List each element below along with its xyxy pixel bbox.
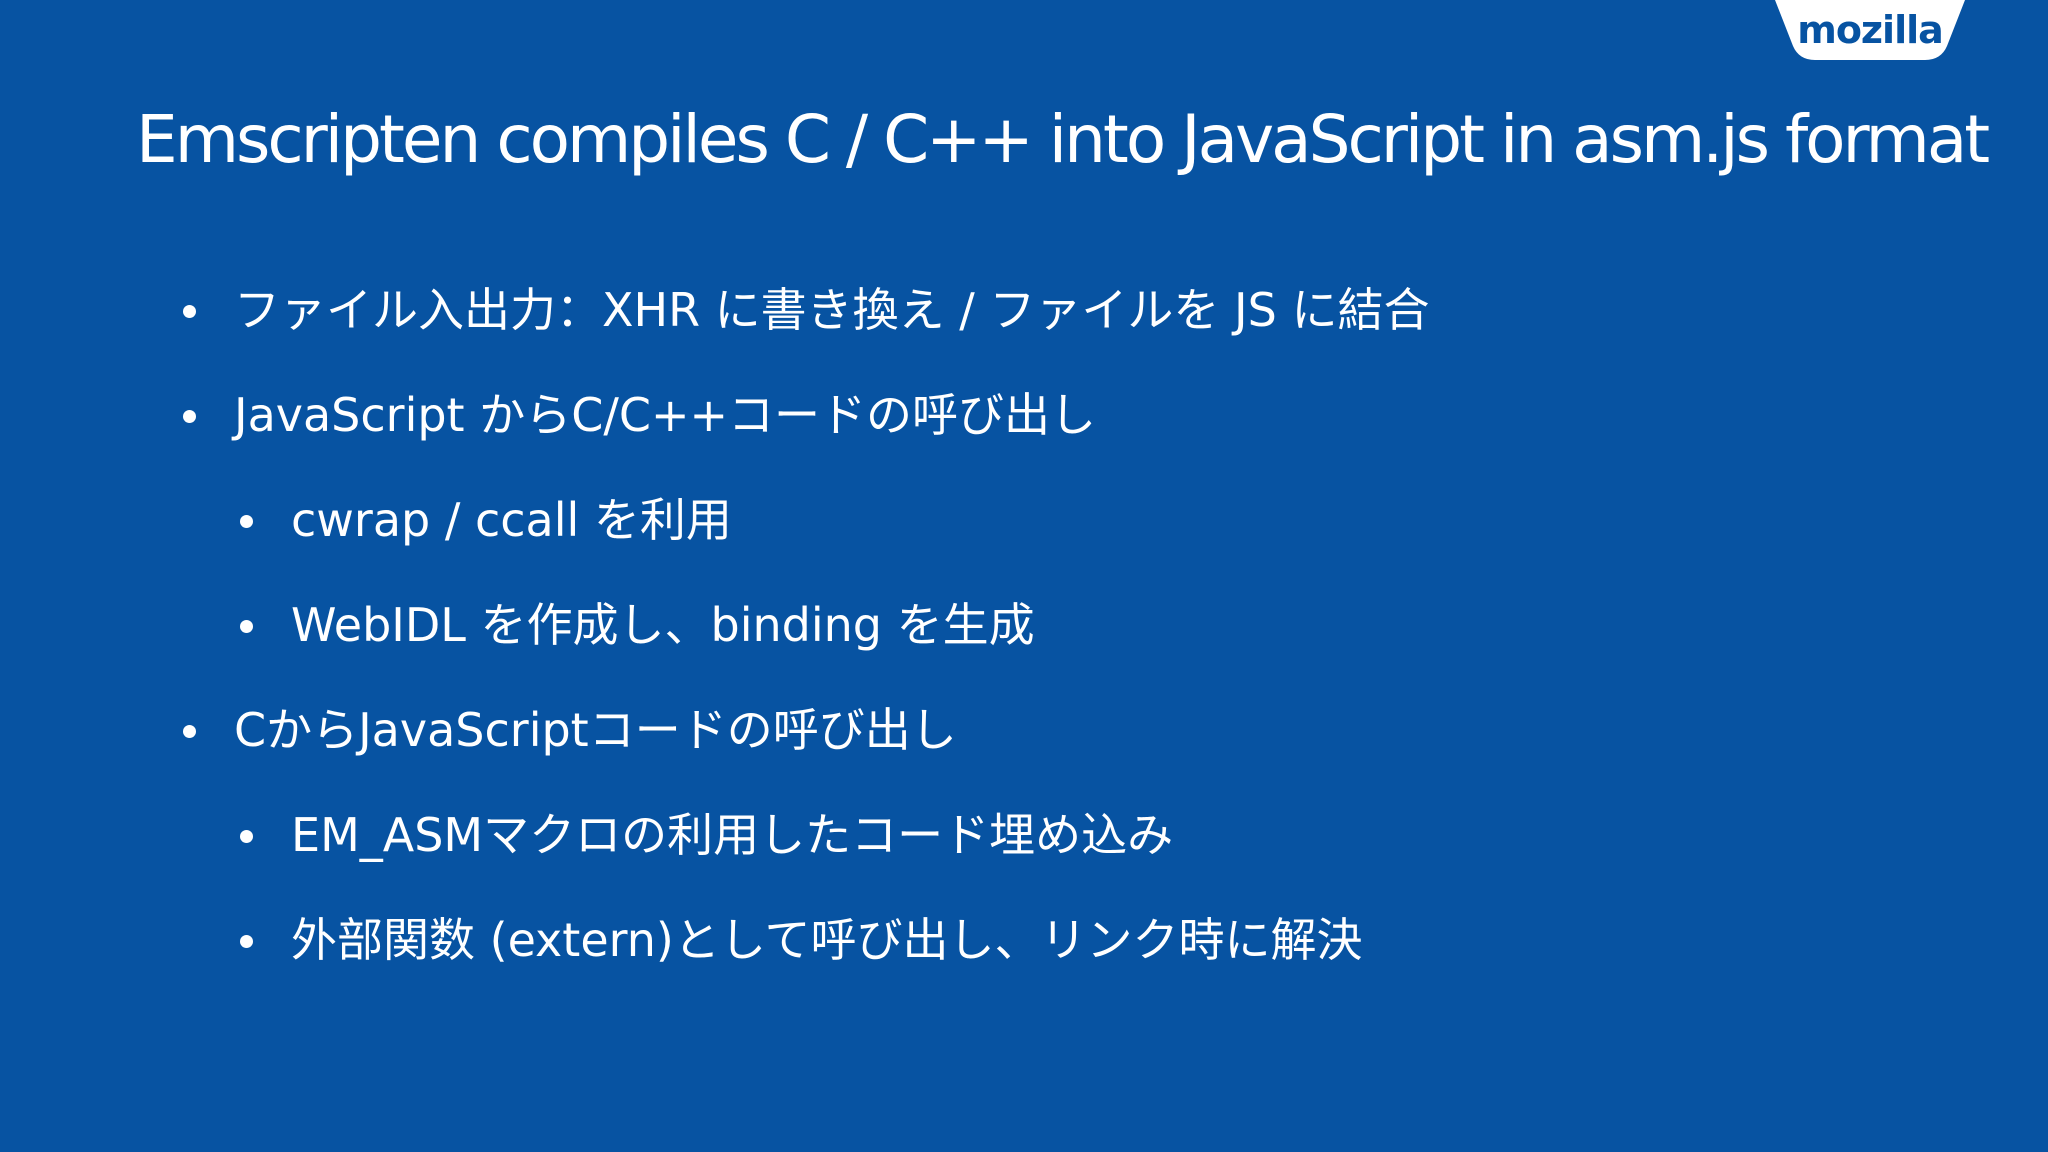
bullet-text: cwrap / ccall を利用 (291, 493, 732, 547)
bullet-text: JavaScript からC/C++コードの呼び出し (234, 388, 1097, 442)
bullet-text: ファイル入出力：XHR に書き換え / ファイルを JS に結合 (234, 283, 1430, 337)
mozilla-logo: mozilla (1775, 0, 1965, 62)
logo-text: mozilla (1797, 8, 1944, 52)
bullet-dot-icon (183, 410, 196, 423)
bullet-dot-icon (240, 935, 253, 948)
slide-title: Emscripten compiles C / C++ into JavaScr… (136, 101, 1990, 178)
bullet-text: CからJavaScriptコードの呼び出し (234, 703, 957, 757)
bullet-text: WebIDL を作成し、binding を生成 (291, 598, 1035, 652)
bullet-dot-icon (183, 725, 196, 738)
bullet-dot-icon (240, 515, 253, 528)
bullet-dot-icon (240, 830, 253, 843)
bullet-text: EM_ASMマクロの利用したコード埋め込み (291, 808, 1174, 862)
bullet-text: 外部関数 (extern)として呼び出し、リンク時に解決 (291, 913, 1363, 967)
bullet-dot-icon (183, 305, 196, 318)
bullet-dot-icon (240, 620, 253, 633)
logo-tab-shape (1775, 0, 1965, 60)
